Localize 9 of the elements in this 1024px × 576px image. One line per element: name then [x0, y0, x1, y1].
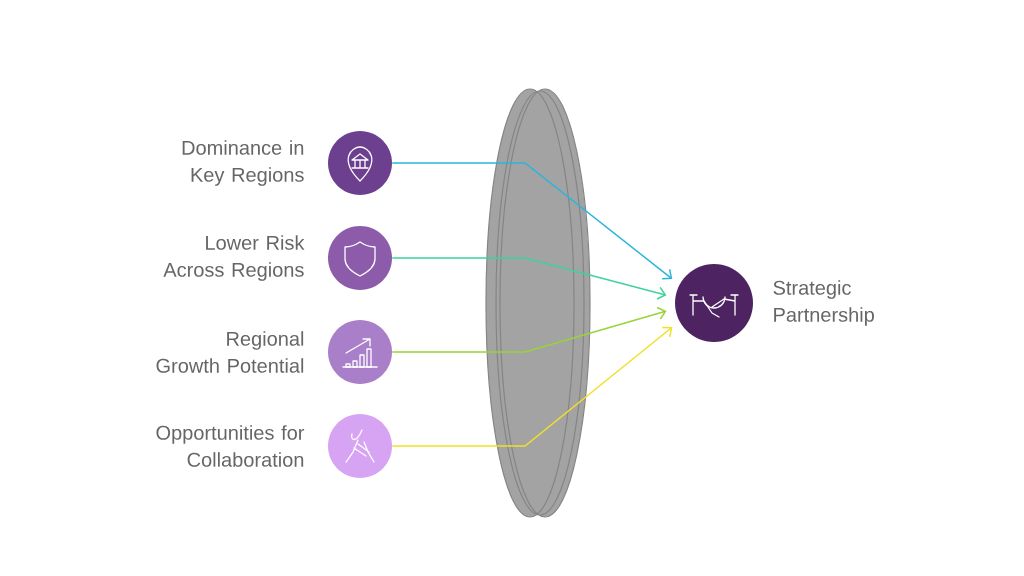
node-label: Strategic Partnership — [773, 280, 874, 326]
arrow — [391, 257, 667, 300]
node-label: Dominance in Key Regions — [182, 140, 304, 186]
node-label: Regional Growth Potential — [156, 331, 304, 373]
arrow — [391, 326, 673, 447]
arrow — [391, 306, 667, 353]
arrow — [391, 162, 673, 280]
node-label: Lower Risk Across Regions — [163, 235, 305, 281]
node-label: Opportunities for Collaboration — [156, 425, 305, 467]
